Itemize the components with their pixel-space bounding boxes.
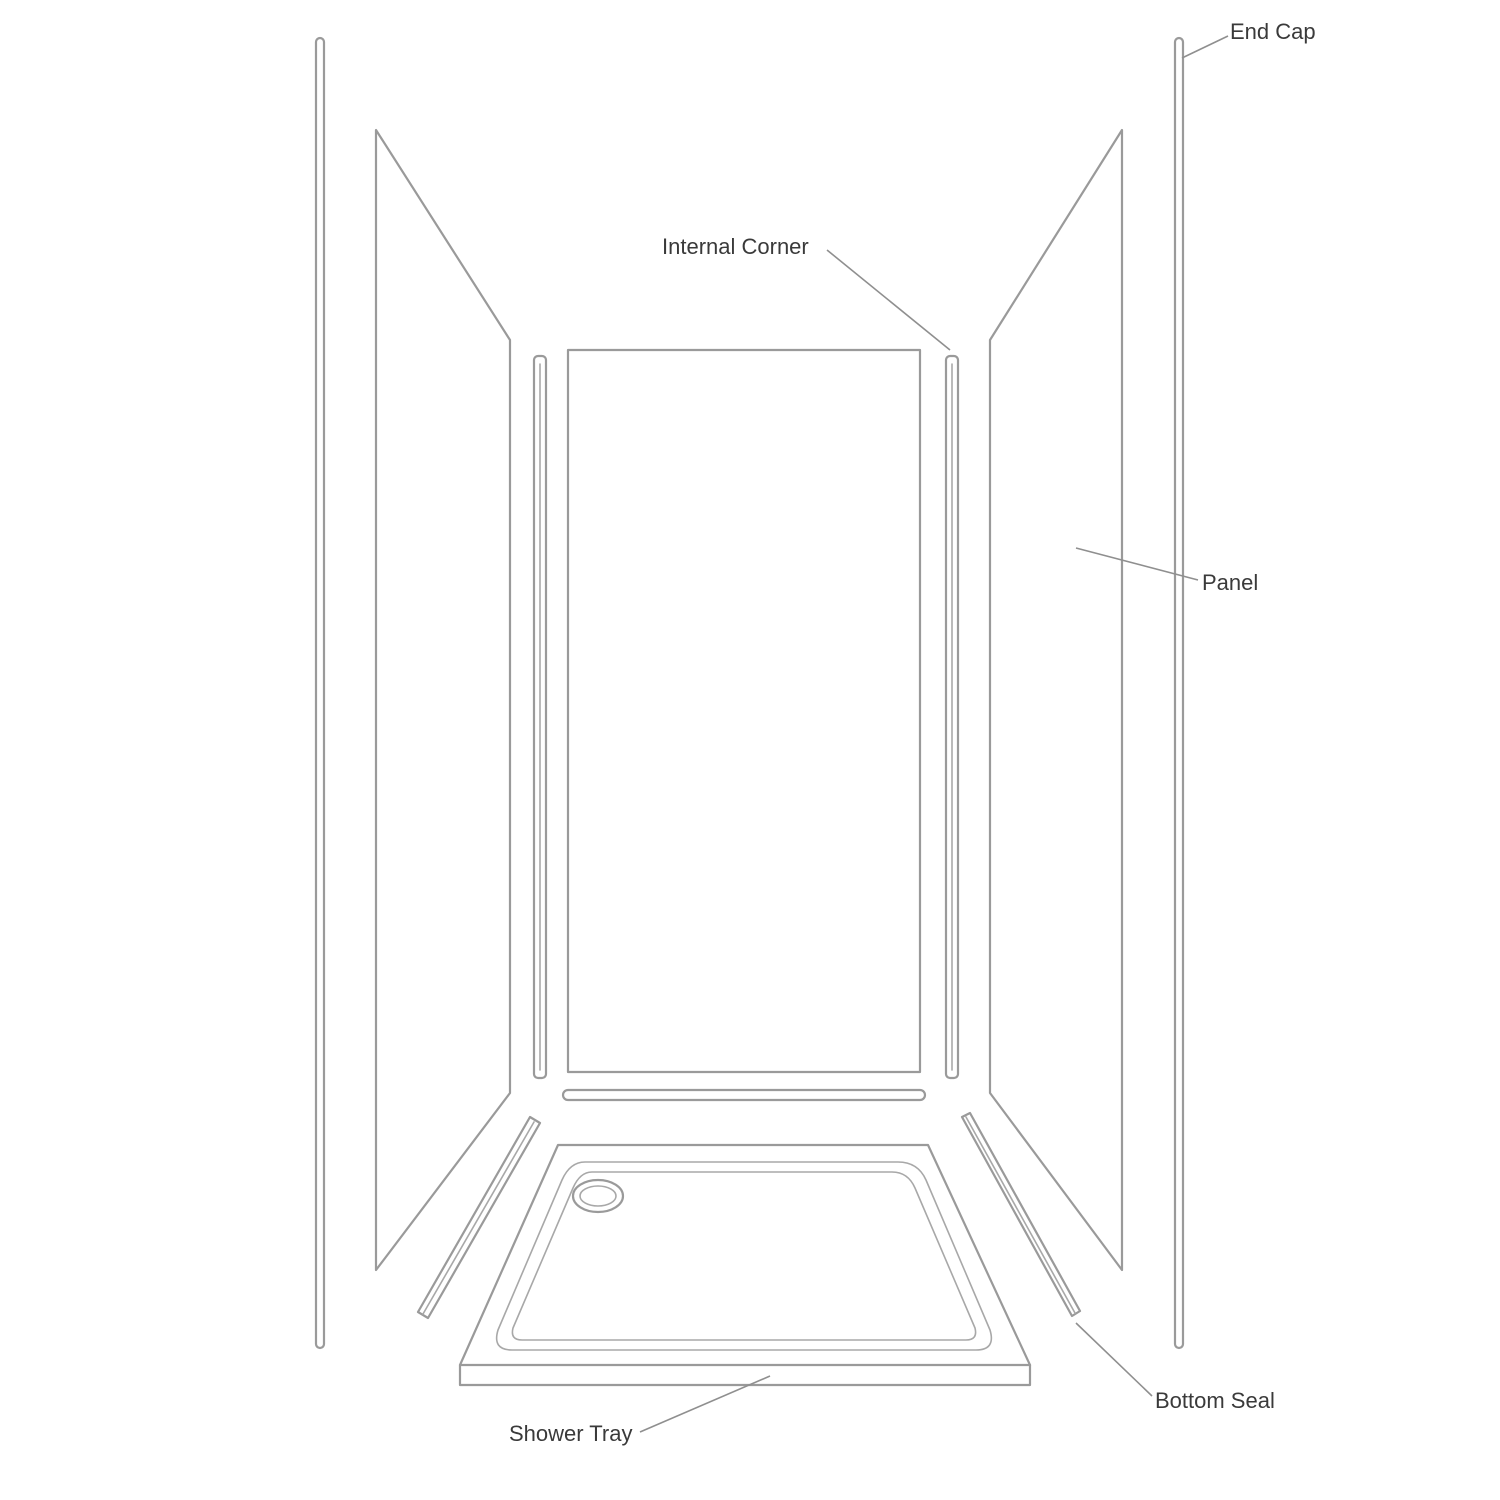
end-cap-right [1173, 36, 1185, 1350]
shower-tray [458, 1143, 1032, 1387]
back-panel [566, 348, 922, 1074]
bottom-seal-back [561, 1088, 927, 1102]
bottom-seal-left [416, 1115, 542, 1320]
side-panel-left [374, 128, 512, 1272]
label-bottom-seal: Bottom Seal [1155, 1388, 1275, 1413]
internal-corner-right [944, 354, 960, 1080]
side-panel-right [988, 128, 1124, 1272]
internal-corner-left [532, 354, 548, 1080]
leader-panel [1075, 547, 1199, 581]
label-panel: Panel [1202, 570, 1258, 595]
end-cap-left [314, 36, 326, 1350]
leader-shower-tray [639, 1375, 771, 1433]
drain-icon [571, 1178, 625, 1214]
leader-internal-corner [826, 249, 951, 351]
leader-end-cap [1181, 35, 1229, 59]
bottom-seal-right [960, 1111, 1082, 1318]
label-shower-tray: Shower Tray [509, 1421, 633, 1446]
leader-bottom-seal [1075, 1322, 1153, 1397]
label-internal-corner: Internal Corner [662, 234, 809, 259]
label-end-cap: End Cap [1230, 19, 1316, 44]
